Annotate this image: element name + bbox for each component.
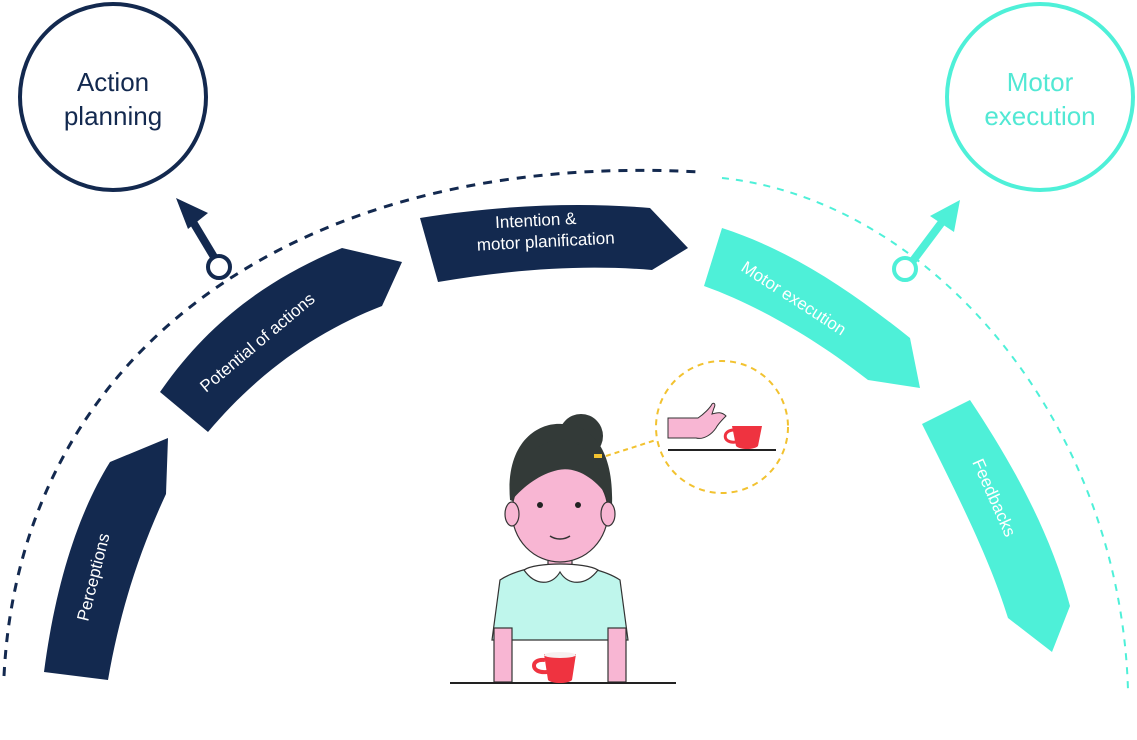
- red-cup-icon: [532, 652, 576, 683]
- motor-execution-label-line1: Motor: [1007, 67, 1074, 97]
- motor-execution-label-line2: execution: [984, 101, 1095, 131]
- dashed-arc-execution: [721, 177, 1129, 691]
- dashed-arc-planning: [2, 168, 701, 677]
- action-planning-connector: [176, 198, 232, 280]
- action-planning-label-line1: Action: [77, 67, 149, 97]
- hand-reaching-cup-icon: [667, 402, 776, 451]
- motor-execution-connector: [892, 200, 960, 282]
- woman-at-table-icon: [450, 414, 676, 684]
- motor-execution-node: Motor execution: [945, 2, 1135, 192]
- action-planning-label-line2: planning: [64, 101, 162, 131]
- segment-potential-of-actions: Potential of actions: [160, 248, 402, 432]
- action-planning-node: Action planning: [18, 2, 208, 192]
- segment-intention-motor-planification: Intention & motor planification: [420, 205, 688, 282]
- thought-bubble: [605, 360, 789, 494]
- segment-feedbacks: Feedbacks: [922, 400, 1070, 652]
- segment-perceptions: Perceptions: [44, 438, 168, 680]
- intention-label-line1: Intention &: [495, 209, 578, 232]
